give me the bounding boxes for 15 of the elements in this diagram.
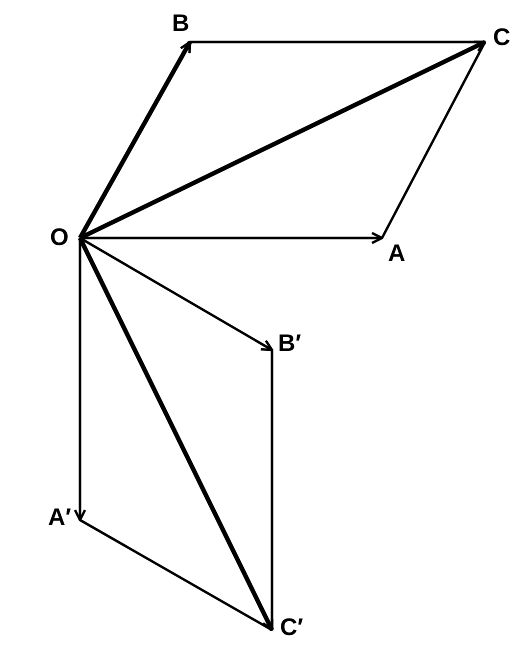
line	[190, 40, 485, 44]
point-label: C′	[280, 616, 304, 640]
point-label: C	[493, 26, 510, 50]
line	[270, 350, 274, 630]
vector-arrow	[78, 237, 274, 632]
line	[79, 518, 273, 632]
point-label: B	[172, 12, 190, 36]
point-label: A	[388, 242, 406, 266]
vector-arrow	[78, 40, 192, 240]
point-label: A′	[48, 506, 72, 530]
point-label: O	[50, 226, 69, 250]
point-label: B′	[278, 332, 302, 356]
vector-arrow	[74, 238, 86, 522]
vector-arrow	[79, 40, 486, 240]
line	[380, 41, 486, 239]
